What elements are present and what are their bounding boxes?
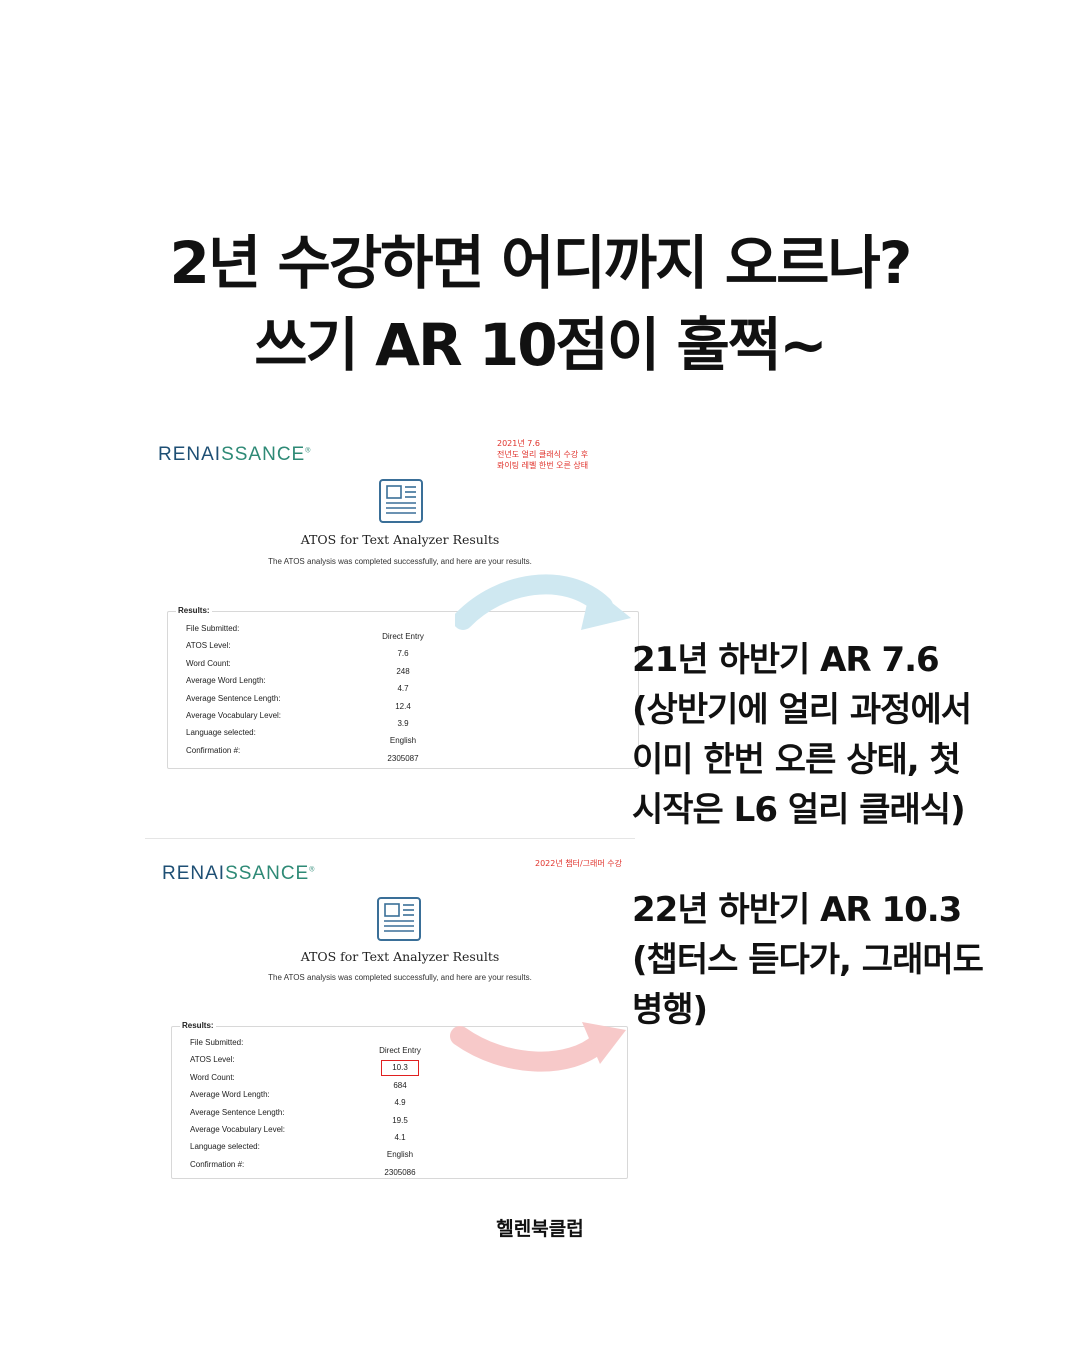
value-language: English — [389, 736, 417, 746]
value-file-submitted: Direct Entry — [379, 1046, 421, 1055]
atos-subheading: The ATOS analysis was completed successf… — [268, 973, 532, 982]
caption-line: (상반기에 얼리 과정에서 — [632, 690, 972, 730]
note-2021: 2021년 7.6 전년도 얼리 클래식 수강 후 롸이팅 레벨 한번 오른 상… — [497, 438, 588, 471]
note-2022: 2022년 챕터/그래머 수강 — [535, 858, 622, 869]
label-language: Language selected: — [186, 728, 256, 738]
value-avg-sentence-length: 19.5 — [392, 1115, 408, 1125]
results-panel: Results: File Submitted: ATOS Level: Wor… — [167, 606, 639, 769]
atos-heading: ATOS for Text Analyzer Results — [300, 532, 500, 547]
value-atos-level-highlighted: 10.3 — [381, 1060, 419, 1077]
logo-text: RENAISSANCE — [162, 863, 310, 884]
caption-line: 22년 하반기 AR 10.3 — [632, 890, 962, 930]
label-word-count: Word Count: — [186, 658, 231, 668]
value-confirmation: 2305086 — [384, 1167, 416, 1177]
value-word-count: 684 — [393, 1080, 407, 1090]
value-avg-vocab-level: 3.9 — [397, 718, 409, 728]
value-avg-vocab-level: 4.1 — [394, 1132, 406, 1142]
caption-line: 21년 하반기 AR 7.6 — [632, 640, 940, 680]
headline-line-2: 쓰기 AR 10점이 훌쩍~ — [254, 311, 828, 379]
renaissance-logo: RENAISSANCE® — [162, 863, 316, 884]
caption-line: 이미 한번 오른 상태, 첫 — [632, 740, 961, 780]
results-labels: File Submitted: ATOS Level: Word Count: … — [186, 620, 281, 759]
atos-subheading: The ATOS analysis was completed successf… — [268, 557, 532, 566]
label-avg-word-length: Average Word Length: — [186, 676, 266, 686]
results-values: Direct Entry 7.6 248 4.7 12.4 3.9 Englis… — [368, 628, 438, 767]
label-avg-sentence-length: Average Sentence Length: — [186, 693, 281, 703]
renaissance-logo: RENAISSANCE® — [158, 444, 312, 465]
label-avg-vocab-level: Average Vocabulary Level: — [186, 710, 282, 720]
caption-2021: 21년 하반기 AR 7.6 (상반기에 얼리 과정에서 이미 한번 오른 상태… — [632, 635, 972, 835]
value-language: English — [386, 1150, 414, 1160]
results-labels: File Submitted: ATOS Level: Word Count: … — [190, 1034, 285, 1173]
value-file-submitted: Direct Entry — [382, 632, 424, 641]
value-word-count: 248 — [396, 666, 410, 676]
logo-text: RENAISSANCE — [158, 444, 306, 465]
results-label: Results: — [176, 606, 212, 615]
headline-line-1: 2년 수강하면 어디까지 오르나? — [169, 229, 913, 297]
results-panel: Results: File Submitted: ATOS Level: Wor… — [171, 1021, 628, 1181]
value-avg-word-length: 4.9 — [394, 1098, 406, 1108]
newspaper-icon — [379, 479, 423, 523]
note-line: 2021년 7.6 — [497, 439, 540, 448]
caption-line: 병행) — [632, 990, 708, 1030]
label-avg-vocab-level: Average Vocabulary Level: — [190, 1124, 286, 1134]
results-values: Direct Entry 10.3 684 4.9 19.5 4.1 Engli… — [365, 1042, 435, 1181]
value-atos-level: 7.6 — [397, 649, 409, 659]
note-line: 롸이팅 레벨 한번 오른 상태 — [497, 461, 589, 470]
label-word-count: Word Count: — [190, 1072, 235, 1082]
curved-arrow-blue — [455, 574, 631, 630]
label-confirmation: Confirmation #: — [186, 745, 241, 755]
atos-heading: ATOS for Text Analyzer Results — [300, 949, 500, 964]
label-avg-sentence-length: Average Sentence Length: — [190, 1107, 285, 1117]
section-divider — [145, 838, 635, 839]
caption-2022: 22년 하반기 AR 10.3 (챕터스 듣다가, 그래머도 병행) — [632, 885, 984, 1035]
label-language: Language selected: — [190, 1142, 260, 1152]
value-atos-level-wrap: 10.3 — [365, 1059, 435, 1077]
results-label: Results: — [180, 1021, 216, 1030]
label-file-submitted: File Submitted: — [190, 1038, 244, 1047]
atos-results-2021: RENAISSANCE® 2021년 7.6 전년도 얼리 클래식 수강 후 롸… — [145, 430, 639, 840]
note-line: 전년도 얼리 클래식 수강 후 — [497, 450, 589, 459]
value-avg-word-length: 4.7 — [397, 684, 409, 694]
label-atos-level: ATOS Level: — [190, 1055, 235, 1065]
curved-arrow-pink — [450, 1022, 626, 1072]
newspaper-icon — [377, 897, 421, 941]
caption-line: (챕터스 듣다가, 그래머도 — [632, 940, 984, 980]
headline: 2년 수강하면 어디까지 오르나? 쓰기 AR 10점이 훌쩍~ — [0, 222, 1080, 386]
label-file-submitted: File Submitted: — [186, 624, 240, 633]
value-avg-sentence-length: 12.4 — [395, 701, 411, 711]
footer-brand: 헬렌북클럽 — [496, 1218, 584, 1240]
note-line: 2022년 챕터/그래머 수강 — [535, 859, 623, 868]
caption-line: 시작은 L6 얼리 클래식) — [632, 790, 966, 830]
label-atos-level: ATOS Level: — [186, 641, 231, 651]
value-confirmation: 2305087 — [387, 753, 419, 763]
atos-results-2022: RENAISSANCE® 2022년 챕터/그래머 수강 ATOS for Te… — [145, 848, 635, 1188]
label-avg-word-length: Average Word Length: — [190, 1090, 270, 1100]
label-confirmation: Confirmation #: — [190, 1159, 245, 1169]
